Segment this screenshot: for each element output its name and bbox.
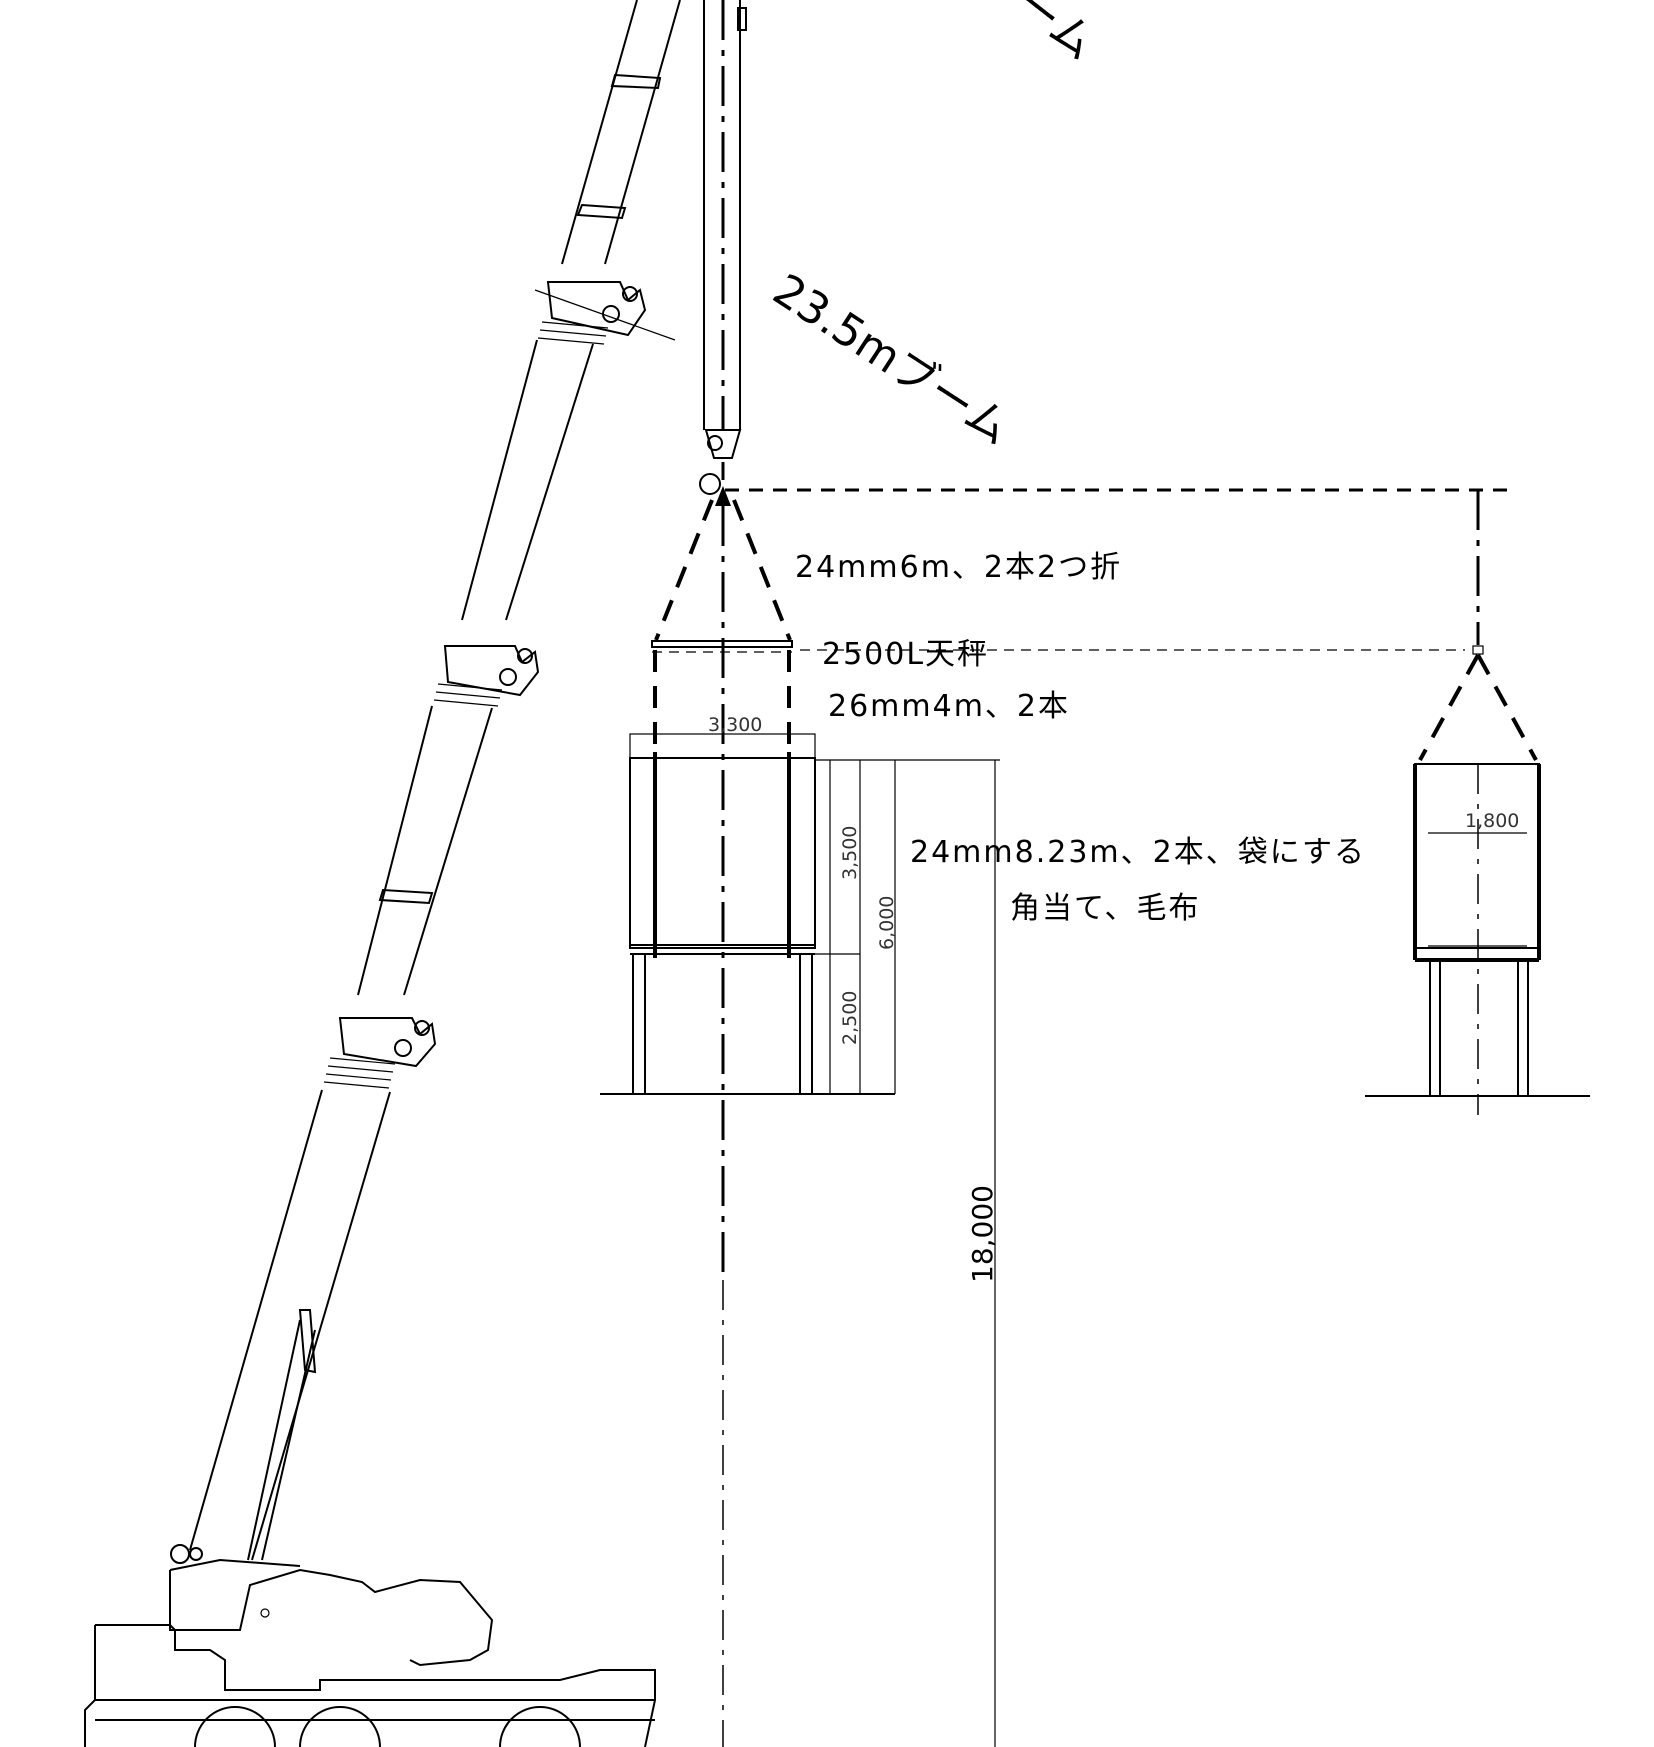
set-tank-width-dim: 1,800 [1465,810,1519,832]
tank-width-dim: 3,300 [708,714,762,736]
boom-fragment-label: ーム [1005,0,1105,70]
tank-height-dim: 3,500 [839,826,861,880]
spreader-beam [651,640,1465,653]
total-height-dim: 6,000 [876,896,898,950]
lift-height-dim: 18,000 [966,1185,999,1283]
hoist-line [699,0,747,1747]
protection-label: 角当て、毛布 [1010,891,1201,926]
stand-height-dim: 2,500 [839,991,861,1045]
tank-dimension-lines [815,759,1000,1747]
middle-slings [653,650,791,745]
spreader-label: 2500L天秤 [822,637,989,672]
upper-slings [654,499,792,641]
boom-length-label: 23.5mブーム [764,264,1019,455]
tank-right [1365,490,1590,1115]
sling-upper-label: 24mm6m、2本2つ折 [795,550,1122,585]
sling-lower-label: 24mm8.23m、2本、袋にする [910,835,1366,870]
tank-left [600,733,895,1095]
crane-carrier [84,1544,656,1747]
sling-middle-label: 26mm4m、2本 [828,689,1070,724]
crane-boom [189,0,681,1561]
